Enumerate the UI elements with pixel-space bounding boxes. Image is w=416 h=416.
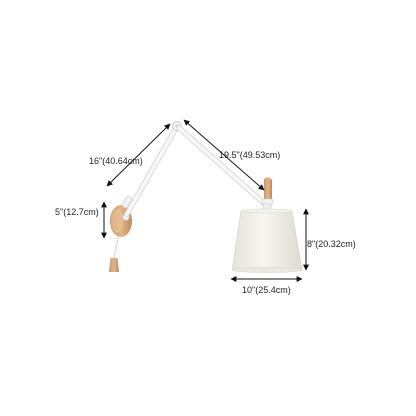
dimension-label-upper-arm: 19.5"(49.53cm) [219,150,281,160]
dim-line-upper-arm [183,119,265,191]
pull-chain [109,232,120,272]
dimension-label-lower-arm: 16"(40.64cm) [89,156,143,166]
dimension-label-shade-height: 8"(20.32cm) [307,239,356,249]
shade-holder-knob [261,177,274,206]
lower-arm [121,125,179,217]
lamp-shade [231,208,303,273]
dimension-label-shade-width: 10"(25.4cm) [242,285,291,295]
dimension-label-base-height: 5"(12.7cm) [55,207,99,217]
dim-line-lower-arm [106,123,171,187]
upper-arm [176,125,269,208]
pull-chain-wood-bead [109,258,119,272]
dimension-lines [101,119,309,282]
